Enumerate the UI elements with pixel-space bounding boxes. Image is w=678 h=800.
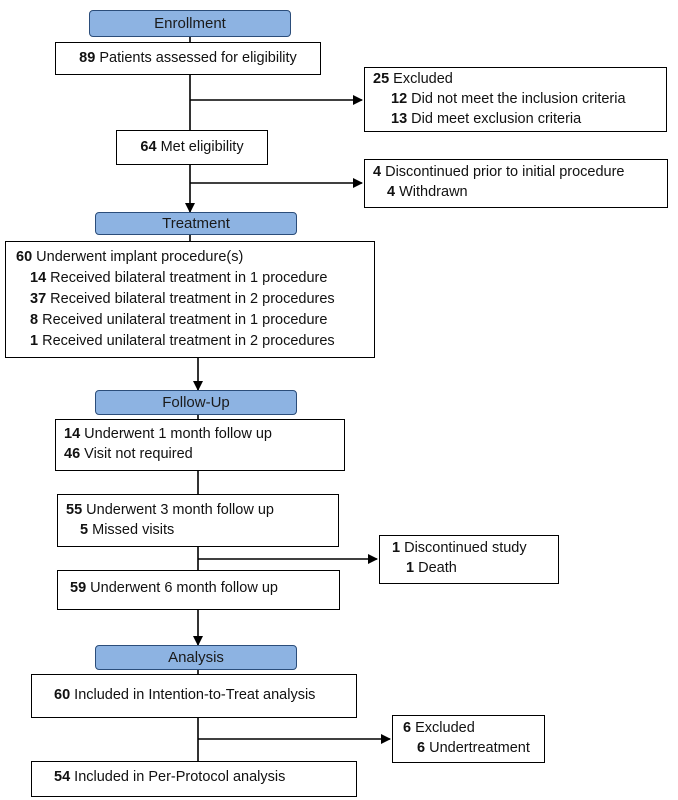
assessed-count: 89	[79, 50, 96, 66]
discontinued-study-box: 1 Discontinued study 1 Death	[379, 535, 559, 584]
treatment-item: 14 Received bilateral treatment in 1 pro…	[30, 270, 328, 286]
followup-3month-item: 5 Missed visits	[80, 522, 175, 538]
pp-label: Included in Per-Protocol analysis	[74, 769, 286, 785]
treatment-item: 8 Received unilateral treatment in 1 pro…	[30, 312, 328, 328]
followup-1month-item: 14 Underwent 1 month follow up	[64, 426, 272, 442]
excluded-analysis-total: 6 Excluded	[403, 720, 475, 736]
analysis-header: Analysis	[95, 645, 297, 670]
treatment-header: Treatment	[95, 212, 297, 235]
eligible-count: 64	[140, 139, 157, 155]
excluded-analysis-item: 6 Undertreatment	[417, 740, 530, 756]
followup-header: Follow-Up	[95, 390, 297, 415]
treatment-item: 37 Received bilateral treatment in 2 pro…	[30, 291, 335, 307]
itt-count: 60	[54, 687, 71, 703]
excluded-analysis-box: 6 Excluded 6 Undertreatment	[392, 715, 545, 763]
treatment-item: 1 Received unilateral treatment in 2 pro…	[30, 333, 335, 349]
treatment-box: 60 Underwent implant procedure(s) 14 Rec…	[5, 241, 375, 358]
followup-6month-box: 59 Underwent 6 month follow up	[57, 570, 340, 610]
followup-6month-count: 59	[70, 580, 87, 596]
eligible-box: 64 Met eligibility	[116, 130, 268, 165]
excluded-total: 25 Excluded	[373, 71, 453, 87]
followup-6month-label: Underwent 6 month follow up	[90, 580, 278, 596]
pp-box: 54 Included in Per-Protocol analysis	[31, 761, 357, 797]
followup-1month-item: 46 Visit not required	[64, 446, 193, 462]
excluded-item: 12 Did not meet the inclusion criteria	[391, 91, 626, 107]
discontinued-study-item: 1 Death	[406, 560, 457, 576]
discontinued-study-total: 1 Discontinued study	[392, 540, 527, 556]
treatment-total: 60 Underwent implant procedure(s)	[16, 249, 244, 265]
excluded-item: 13 Did meet exclusion criteria	[391, 111, 582, 127]
eligible-label: Met eligibility	[160, 139, 244, 155]
pp-count: 54	[54, 769, 71, 785]
discontinued-prior-box: 4 Discontinued prior to initial procedur…	[364, 159, 668, 208]
itt-label: Included in Intention-to-Treat analysis	[74, 687, 316, 703]
assessed-label: Patients assessed for eligibility	[99, 50, 297, 66]
followup-3month-total: 55 Underwent 3 month follow up	[66, 502, 274, 518]
itt-box: 60 Included in Intention-to-Treat analys…	[31, 674, 357, 718]
enrollment-header: Enrollment	[89, 10, 291, 37]
followup-3month-box: 55 Underwent 3 month follow up 5 Missed …	[57, 494, 339, 547]
excluded-box: 25 Excluded 12 Did not meet the inclusio…	[364, 67, 667, 132]
assessed-box: 89 Patients assessed for eligibility	[55, 42, 321, 75]
followup-1month-box: 14 Underwent 1 month follow up 46 Visit …	[55, 419, 345, 471]
discontinued-prior-item: 4 Withdrawn	[387, 184, 468, 200]
discontinued-prior-total: 4 Discontinued prior to initial procedur…	[373, 164, 625, 180]
